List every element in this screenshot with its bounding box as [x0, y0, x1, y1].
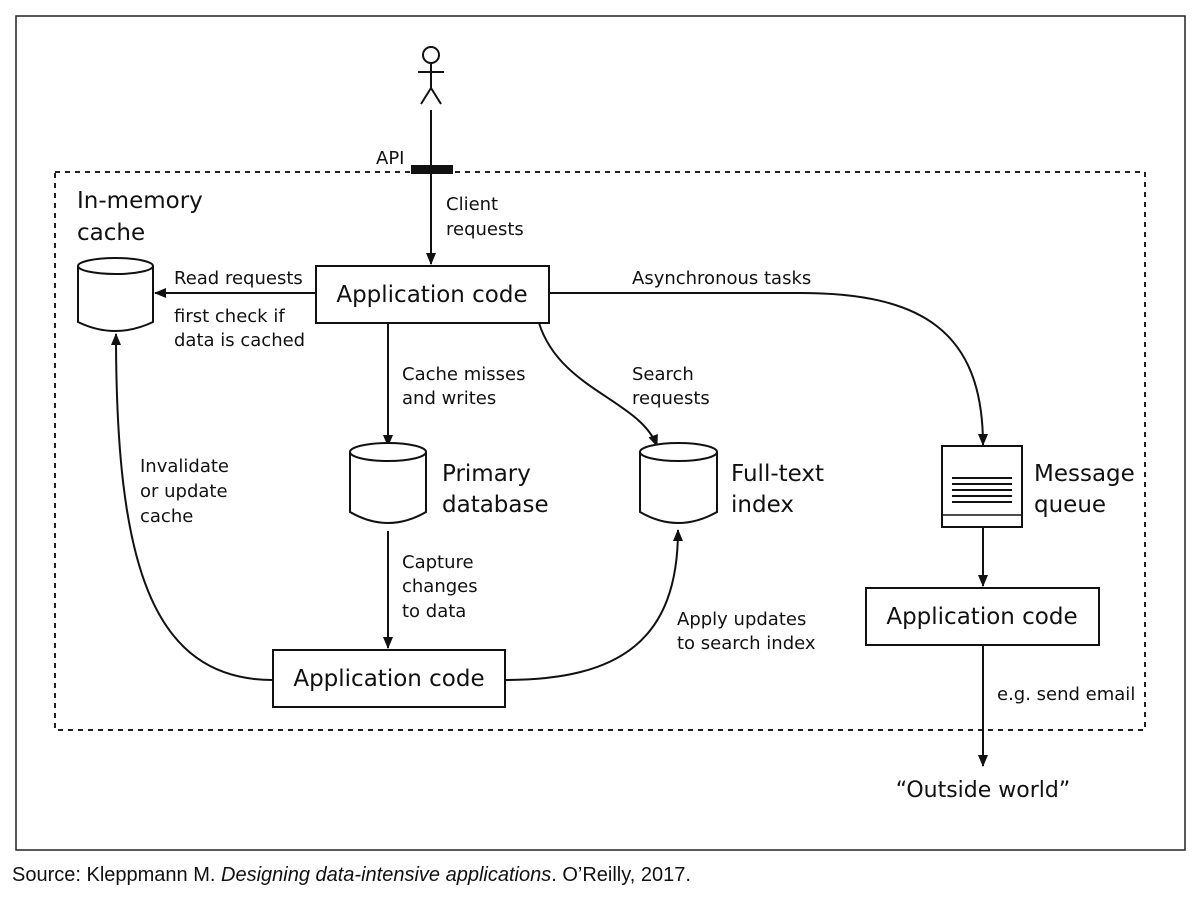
primary-database-cylinder-icon [349, 442, 427, 524]
outside-world-label: “Outside world” [896, 778, 1071, 803]
search-requests-arrow [538, 322, 658, 447]
caption-prefix: Source: Kleppmann M. [12, 864, 221, 886]
read-requests-label: Read requests first check if data is cac… [174, 268, 309, 351]
cache-cylinder-icon [77, 257, 154, 332]
app-code-top-label: Application code [336, 282, 527, 308]
invalidate-cache-label: Invalidate or update cache [140, 456, 235, 527]
fulltext-index-title: Full-text index [731, 461, 831, 518]
app-code-right-box: Application code [865, 587, 1100, 646]
client-requests-label: Client requests [446, 194, 524, 240]
async-tasks-arrow [549, 292, 988, 446]
stick-figure-icon [418, 46, 444, 105]
system-boundary [54, 171, 1146, 731]
caption-suffix: . O’Reilly, 2017. [551, 864, 691, 886]
invalidate-cache-arrow [111, 333, 274, 681]
apply-updates-label: Apply updates to search index [677, 609, 816, 654]
search-requests-label: Search requests [632, 364, 710, 409]
send-email-label: e.g. send email [997, 684, 1135, 705]
primary-database-title: Primary database [442, 461, 549, 518]
apply-updates-arrow [504, 529, 683, 681]
capture-changes-label: Capture changes to data [402, 552, 483, 622]
source-caption: Source: Kleppmann M. Designing data-inte… [12, 864, 691, 887]
message-queue-title: Message queue [1034, 461, 1142, 518]
app-code-top-box: Application code [315, 265, 550, 324]
cache-title: In-memory cache [77, 188, 210, 246]
fulltext-index-cylinder-icon [639, 442, 718, 524]
diagram-canvas: API Client requests Application code In-… [15, 15, 1186, 851]
caption-book-title: Designing data-intensive applications [221, 864, 552, 886]
app-code-right-label: Application code [886, 604, 1077, 630]
cache-misses-label: Cache misses and writes [402, 364, 531, 409]
message-queue-icon [941, 445, 1023, 528]
app-code-bottom-box: Application code [272, 649, 506, 708]
api-label: API [376, 148, 404, 169]
app-code-bottom-label: Application code [293, 666, 484, 692]
async-tasks-label: Asynchronous tasks [632, 268, 811, 289]
outer-frame [15, 15, 1186, 851]
